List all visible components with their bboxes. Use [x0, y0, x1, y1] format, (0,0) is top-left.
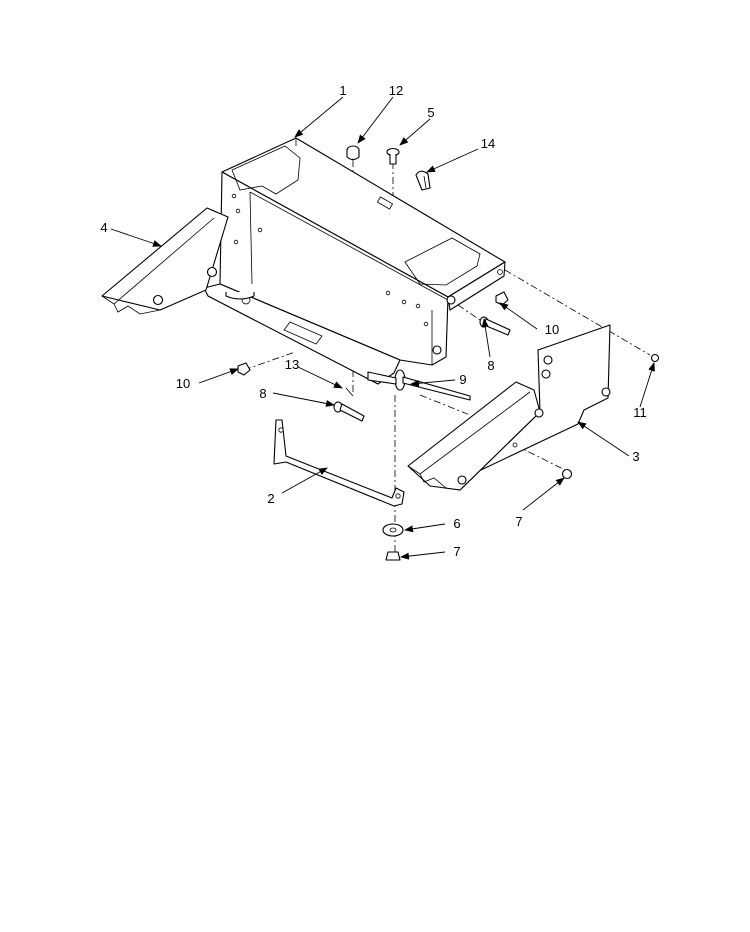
callout-8-left: 8: [259, 386, 266, 401]
callout-6: 6: [453, 516, 460, 531]
callout-9: 9: [459, 372, 466, 387]
callout-14: 14: [481, 136, 495, 151]
callout-4: 4: [100, 220, 107, 235]
callout-13: 13: [285, 357, 299, 372]
callout-8-right: 8: [487, 358, 494, 373]
left-bracket: [101, 207, 229, 315]
callout-1: 1: [339, 83, 346, 98]
callout-labels: 1 12 5 14 4 10 8 13 9 10 8 11 3 2 7 6 7: [100, 83, 646, 559]
main-frame: [203, 137, 506, 385]
leader-lines: [110, 96, 655, 560]
callout-11: 11: [633, 405, 647, 420]
callout-12: 12: [389, 83, 403, 98]
callout-3: 3: [632, 449, 639, 464]
callout-10-right: 10: [545, 322, 559, 337]
lower-bracket: [273, 419, 405, 507]
callout-7-right: 7: [515, 514, 522, 529]
right-plate: [407, 324, 611, 491]
callout-10-left: 10: [176, 376, 190, 391]
callout-2: 2: [267, 491, 274, 506]
callout-5: 5: [427, 105, 434, 120]
callout-7-bottom: 7: [453, 544, 460, 559]
